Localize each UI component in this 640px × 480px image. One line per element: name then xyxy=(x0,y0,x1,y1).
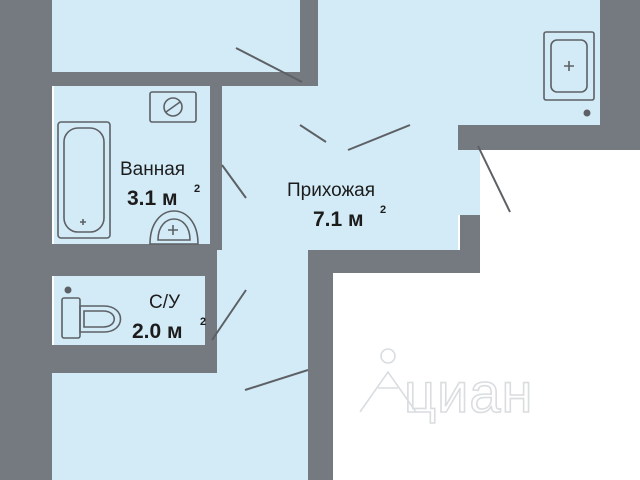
bathroom-name: Ванная xyxy=(120,159,185,180)
drain-dot-right xyxy=(583,109,591,117)
toilet-name: С/У xyxy=(149,292,181,313)
hallway-area: 7.1 м xyxy=(313,208,364,231)
shower-tray-icon xyxy=(543,31,595,101)
cian-watermark: циан xyxy=(359,348,533,425)
room-right-strip xyxy=(460,150,480,215)
washbasin-top-icon xyxy=(149,91,197,123)
room-toilet xyxy=(54,276,205,345)
room-bottom-left xyxy=(52,373,308,480)
bathtub-icon xyxy=(57,121,111,239)
room-hallway xyxy=(222,86,458,250)
room-fills xyxy=(52,0,600,480)
washbasin-icon xyxy=(149,210,199,245)
room-bathroom xyxy=(54,86,210,244)
room-hallway-ext xyxy=(318,125,458,160)
room-hallway-ext-right xyxy=(458,150,460,215)
bathroom-area-power: 2 xyxy=(194,183,200,195)
drain-dot-toilet xyxy=(64,286,72,294)
hallway-area-power: 2 xyxy=(380,204,386,216)
door-lines xyxy=(211,47,511,391)
toilet-area: 2.0 м xyxy=(132,320,183,343)
bathroom-area: 3.1 м xyxy=(127,187,178,210)
watermark-text: циан xyxy=(404,361,533,424)
toilet-icon xyxy=(61,297,122,339)
hallway-name: Прихожая xyxy=(287,180,375,201)
toilet-area-power: 2 xyxy=(200,316,206,328)
